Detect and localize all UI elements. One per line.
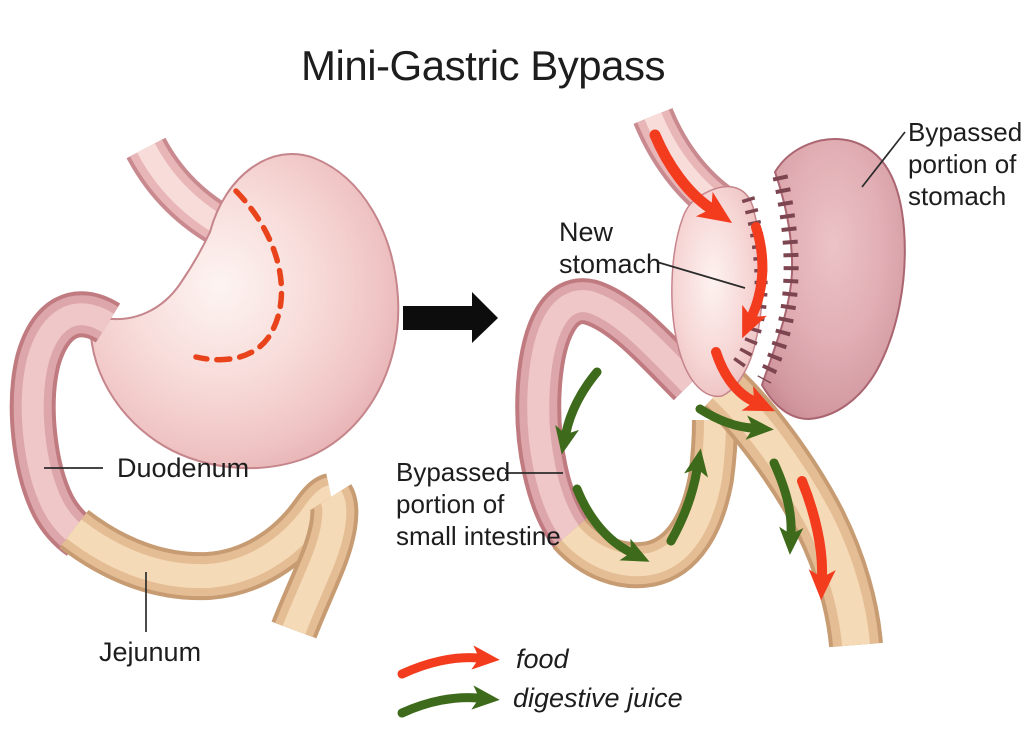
new-stomach-leader-line xyxy=(656,261,746,289)
new-stomach-shape xyxy=(671,186,764,398)
juice-arrow-junction xyxy=(695,404,774,440)
bypassed-stomach-label-line2: portion of xyxy=(908,149,1017,179)
juice-arrow-descending xyxy=(555,367,602,455)
bypassed-intestine-label-line2: portion of xyxy=(396,489,505,519)
after-diagram: New stomach Bypassed portion of stomach … xyxy=(396,107,1022,648)
digestive-juice-arrow-icon xyxy=(397,685,500,718)
juice-arrow-loop-bottom xyxy=(572,484,650,562)
jejunum-shape xyxy=(59,473,359,639)
bypassed-stomach-label-line1: Bypassed xyxy=(908,117,1022,147)
legend: food digestive juice xyxy=(397,644,683,718)
before-diagram: Duodenum Jejunum xyxy=(9,137,400,667)
food-arrow-pouch xyxy=(742,222,768,339)
food-arrow-junction xyxy=(711,347,776,412)
juice-arrow-ascending xyxy=(666,448,708,546)
juice-flow-arrows xyxy=(555,367,804,562)
new-stomach-label-line1: New xyxy=(559,217,614,247)
new-stomach-label-line2: stomach xyxy=(559,249,661,279)
legend-food-label: food xyxy=(516,644,570,674)
food-arrow-icon xyxy=(397,645,500,679)
food-flow-arrows xyxy=(649,129,836,601)
bypassed-stomach-leader-line xyxy=(861,131,906,188)
jejunum-label: Jejunum xyxy=(99,637,201,667)
stomach-body-shape xyxy=(90,153,400,470)
bypassed-intestine-label-line1: Bypassed xyxy=(396,457,510,487)
right-arrow-icon xyxy=(403,292,498,343)
food-arrow-efferent xyxy=(797,476,836,601)
legend-digestive-juice-label: digestive juice xyxy=(513,683,683,713)
juice-arrow-efferent xyxy=(769,458,804,555)
duodenum-label: Duodenum xyxy=(117,453,249,483)
page-title: Mini-Gastric Bypass xyxy=(301,42,665,89)
duodenum-shape xyxy=(9,291,121,556)
bypassed-intestine-label-line3: small intestine xyxy=(396,521,561,551)
staple-line-pouch xyxy=(730,196,768,372)
bypassed-stomach-label-line3: stomach xyxy=(908,181,1006,211)
cut-line xyxy=(193,188,285,363)
food-arrow-esophagus xyxy=(649,129,733,224)
return-limb-shape xyxy=(552,419,738,589)
